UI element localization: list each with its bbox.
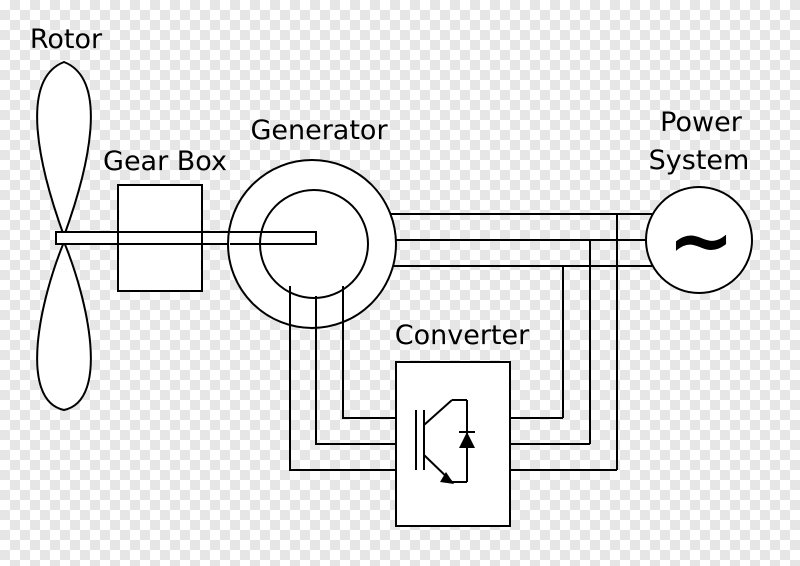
grid-circle bbox=[645, 186, 753, 294]
shaft-through-gearbox bbox=[120, 233, 200, 243]
power-system-label-line2: System bbox=[649, 145, 750, 176]
converter-box bbox=[395, 361, 511, 527]
ac-source-icon: ~ bbox=[667, 194, 734, 287]
converter-label: Converter bbox=[395, 320, 530, 351]
igbt-diode-icon bbox=[415, 399, 475, 484]
generator-shaft-end bbox=[230, 231, 317, 245]
power-lines bbox=[390, 213, 652, 470]
rotor-converter-lines bbox=[289, 286, 617, 471]
gearbox-label: Gear Box bbox=[103, 146, 227, 177]
rotor-label: Rotor bbox=[30, 24, 103, 55]
power-system-label-line1: Power bbox=[660, 107, 743, 138]
generator-label: Generator bbox=[250, 115, 388, 146]
